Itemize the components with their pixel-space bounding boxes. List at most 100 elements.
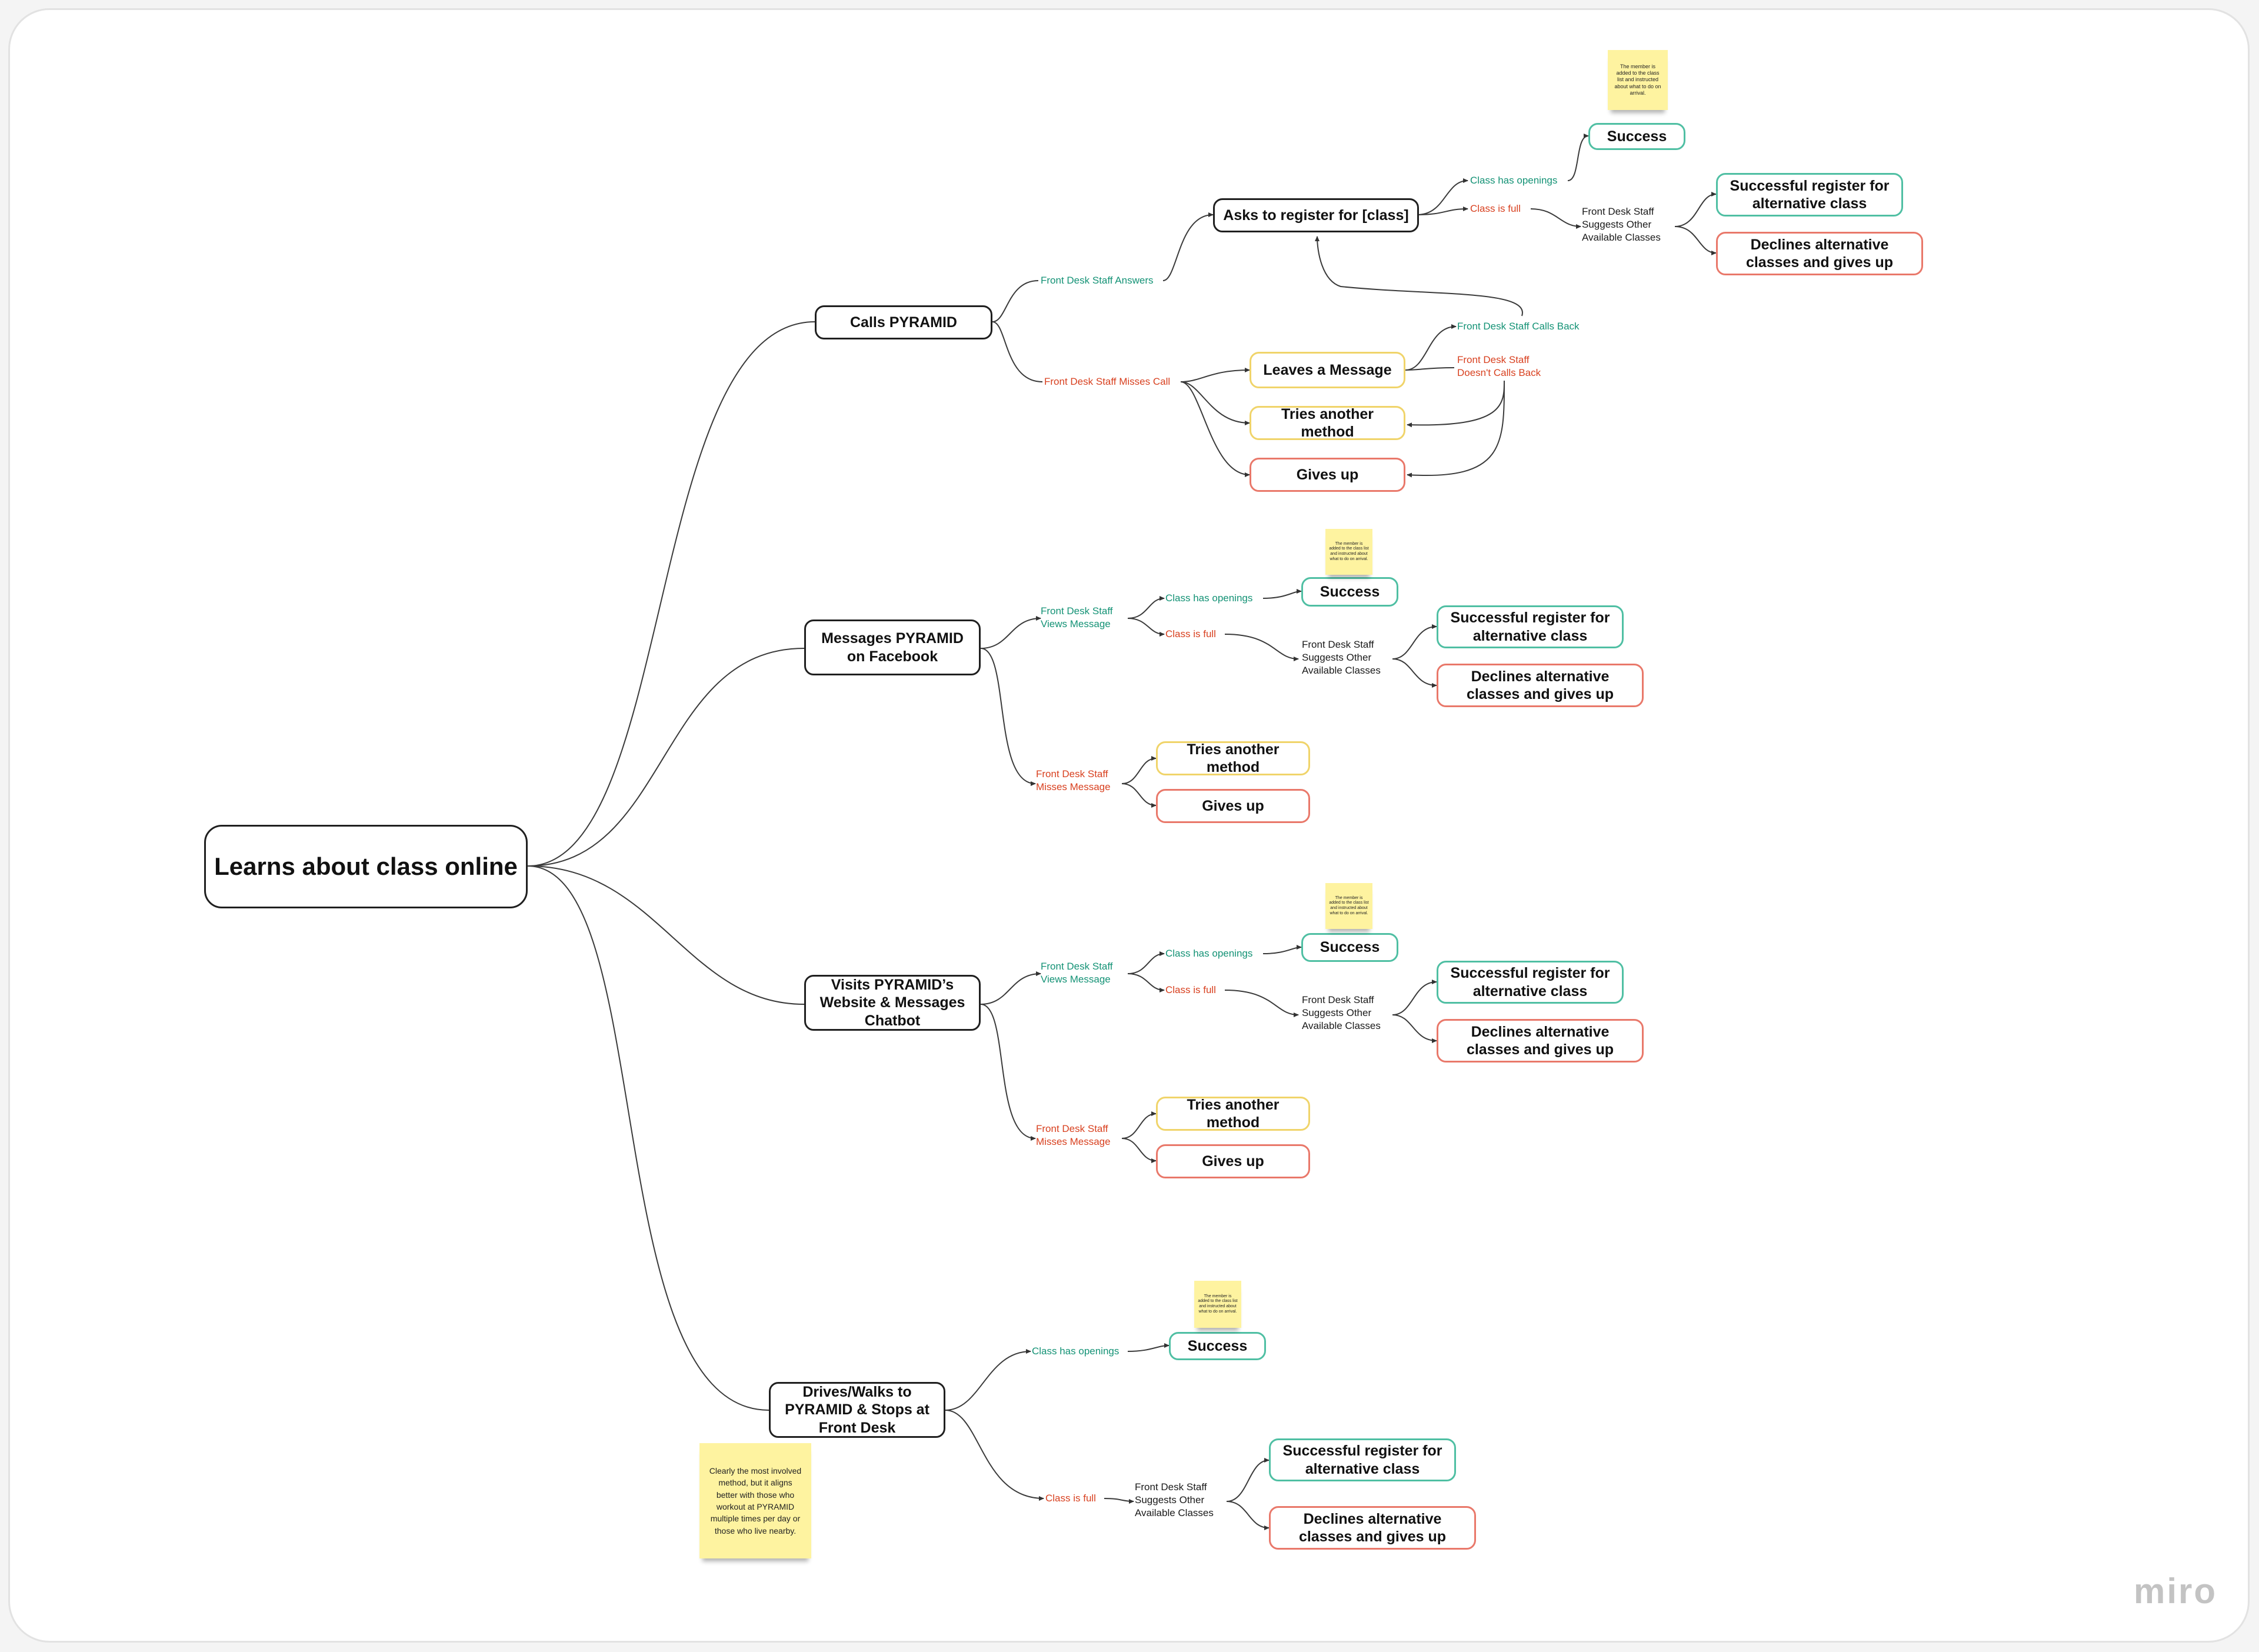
edge-label-fd-misses-call: Front Desk Staff Misses Call <box>1044 376 1171 387</box>
connector <box>1407 380 1505 478</box>
leaves-message-node[interactable]: Leaves a Message <box>1250 352 1405 388</box>
connector <box>1104 1498 1134 1504</box>
tries-another-node[interactable]: Tries another method <box>1250 406 1405 440</box>
sticky-note-text: Clearly the most involved method, but it… <box>709 1466 802 1536</box>
successful-register-node[interactable]: Successful register for alternative clas… <box>1437 605 1624 648</box>
connector <box>1405 324 1457 371</box>
tries-another-node[interactable]: Tries another method <box>1156 741 1310 775</box>
website-chatbot-node[interactable]: Visits PYRAMID’s Website & Messages Chat… <box>804 975 981 1031</box>
connector <box>1121 1138 1157 1163</box>
edge-label-class-openings: Class has openings <box>1032 1345 1119 1357</box>
connector <box>1674 192 1717 227</box>
edge-label-class-full: Class is full <box>1470 203 1521 214</box>
connector <box>1392 658 1437 688</box>
edge-label-class-openings: Class has openings <box>1165 948 1253 959</box>
root-node[interactable]: Learns about class online <box>204 825 528 908</box>
tries-another-node[interactable]: Tries another method <box>1156 1097 1310 1131</box>
connector <box>1180 381 1250 425</box>
connector <box>527 648 805 867</box>
connector <box>527 865 805 1005</box>
connector <box>1121 783 1157 808</box>
connector <box>1127 618 1165 637</box>
edge-label-fd-suggests: Front Desk Staff Suggests Other Availabl… <box>1582 206 1661 244</box>
connector <box>1224 990 1299 1017</box>
connector <box>1127 973 1165 992</box>
connector <box>1224 634 1299 661</box>
success-node[interactable]: Success <box>1169 1332 1266 1360</box>
edge-label-fd-suggests: Front Desk Staff Suggests Other Availabl… <box>1302 994 1381 1032</box>
connector <box>1315 236 1523 317</box>
edge-label-fd-views-message: Front Desk Staff Views Message <box>1041 605 1113 630</box>
connector <box>980 971 1041 1005</box>
success-node[interactable]: Success <box>1588 123 1685 150</box>
edge-label-class-openings: Class has openings <box>1165 592 1253 604</box>
connector <box>1262 945 1302 954</box>
mind-map-canvas: Learns about class online Calls PYRAMID … <box>10 10 2248 1641</box>
connector <box>980 616 1041 649</box>
edge-label-fd-misses-message: Front Desk Staff Misses Message <box>1036 768 1111 793</box>
sticky-note[interactable]: Clearly the most involved method, but it… <box>699 1443 811 1558</box>
calls-node[interactable]: Calls PYRAMID <box>815 305 992 339</box>
connector <box>1262 589 1302 599</box>
edge-label-class-full: Class is full <box>1165 984 1216 995</box>
sticky-note-text: The member is added to the class list an… <box>1329 895 1369 915</box>
connector <box>1392 1014 1437 1043</box>
edge-label-fd-answers: Front Desk Staff Answers <box>1041 275 1154 286</box>
connector <box>980 1004 1036 1141</box>
edge-label-fd-misses-message: Front Desk Staff Misses Message <box>1036 1123 1111 1148</box>
sticky-note-text: The member is added to the class list an… <box>1198 1294 1238 1314</box>
sticky-note[interactable]: The member is added to the class list an… <box>1608 50 1668 110</box>
edge-label-class-full: Class is full <box>1045 1493 1096 1504</box>
connector <box>1162 212 1214 281</box>
edge-label-class-openings: Class has openings <box>1470 175 1558 186</box>
connector <box>1121 1111 1157 1139</box>
successful-register-node[interactable]: Successful register for alternative clas… <box>1269 1438 1456 1481</box>
declines-node[interactable]: Declines alternative classes and gives u… <box>1716 232 1923 275</box>
connector <box>1121 756 1157 784</box>
connector <box>527 865 769 1411</box>
connector <box>1226 1501 1270 1530</box>
connector <box>1392 980 1437 1015</box>
miro-board[interactable]: Learns about class online Calls PYRAMID … <box>8 8 2250 1643</box>
connector <box>527 321 815 867</box>
declines-node[interactable]: Declines alternative classes and gives u… <box>1269 1506 1476 1550</box>
connector <box>1567 134 1589 181</box>
edge-label-fd-calls-back: Front Desk Staff Calls Back <box>1457 321 1580 332</box>
connector <box>945 1349 1031 1411</box>
declines-node[interactable]: Declines alternative classes and gives u… <box>1437 1019 1644 1063</box>
declines-node[interactable]: Declines alternative classes and gives u… <box>1437 664 1644 707</box>
connector <box>1407 380 1505 428</box>
gives-up-node[interactable]: Gives up <box>1250 458 1405 492</box>
edge-label-fd-doesnt-call-back: Front Desk Staff Doesn't Calls Back <box>1457 354 1541 379</box>
connector <box>1674 226 1717 255</box>
connector <box>1417 206 1468 215</box>
drives-walks-node[interactable]: Drives/Walks to PYRAMID & Stops at Front… <box>769 1382 945 1438</box>
connector <box>1405 367 1455 371</box>
edge-label-class-full: Class is full <box>1165 628 1216 640</box>
connector <box>1530 208 1581 229</box>
edge-label-fd-suggests: Front Desk Staff Suggests Other Availabl… <box>1135 1481 1214 1519</box>
gives-up-node[interactable]: Gives up <box>1156 789 1310 823</box>
edge-label-fd-suggests: Front Desk Staff Suggests Other Availabl… <box>1302 639 1381 677</box>
gives-up-node[interactable]: Gives up <box>1156 1144 1310 1178</box>
connector <box>1127 596 1165 619</box>
asks-register-node[interactable]: Asks to register for [class] <box>1213 198 1419 232</box>
successful-register-node[interactable]: Successful register for alternative clas… <box>1437 961 1624 1004</box>
connector <box>1180 381 1250 477</box>
successful-register-node[interactable]: Successful register for alternative clas… <box>1716 173 1903 217</box>
sticky-note[interactable]: The member is added to the class list an… <box>1194 1281 1241 1328</box>
connector <box>980 648 1036 786</box>
messages-facebook-node[interactable]: Messages PYRAMID on Facebook <box>804 620 981 675</box>
success-node[interactable]: Success <box>1301 933 1398 962</box>
sticky-note[interactable]: The member is added to the class list an… <box>1325 529 1372 575</box>
sticky-note-text: The member is added to the class list an… <box>1614 63 1661 96</box>
connector <box>1180 368 1250 382</box>
success-node[interactable]: Success <box>1301 577 1398 607</box>
miro-logo: miro <box>2134 1571 2218 1611</box>
connector-layer <box>527 134 1717 1530</box>
connector <box>1127 951 1165 974</box>
connector <box>992 321 1043 382</box>
connector <box>945 1410 1044 1501</box>
connector <box>1417 178 1468 215</box>
sticky-note[interactable]: The member is added to the class list an… <box>1325 883 1372 929</box>
